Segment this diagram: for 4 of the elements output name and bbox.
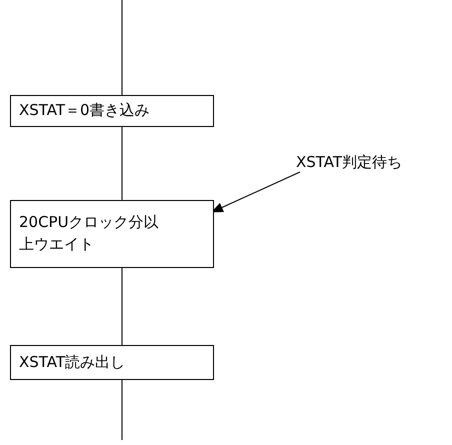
process-box: XSTAT＝0書き込み	[10, 95, 214, 127]
callout-text: XSTAT判定待ち	[296, 150, 450, 174]
process-box: XSTAT読み出し	[10, 345, 214, 380]
process-box: 20CPUクロック分以上ウエイト	[10, 200, 214, 268]
